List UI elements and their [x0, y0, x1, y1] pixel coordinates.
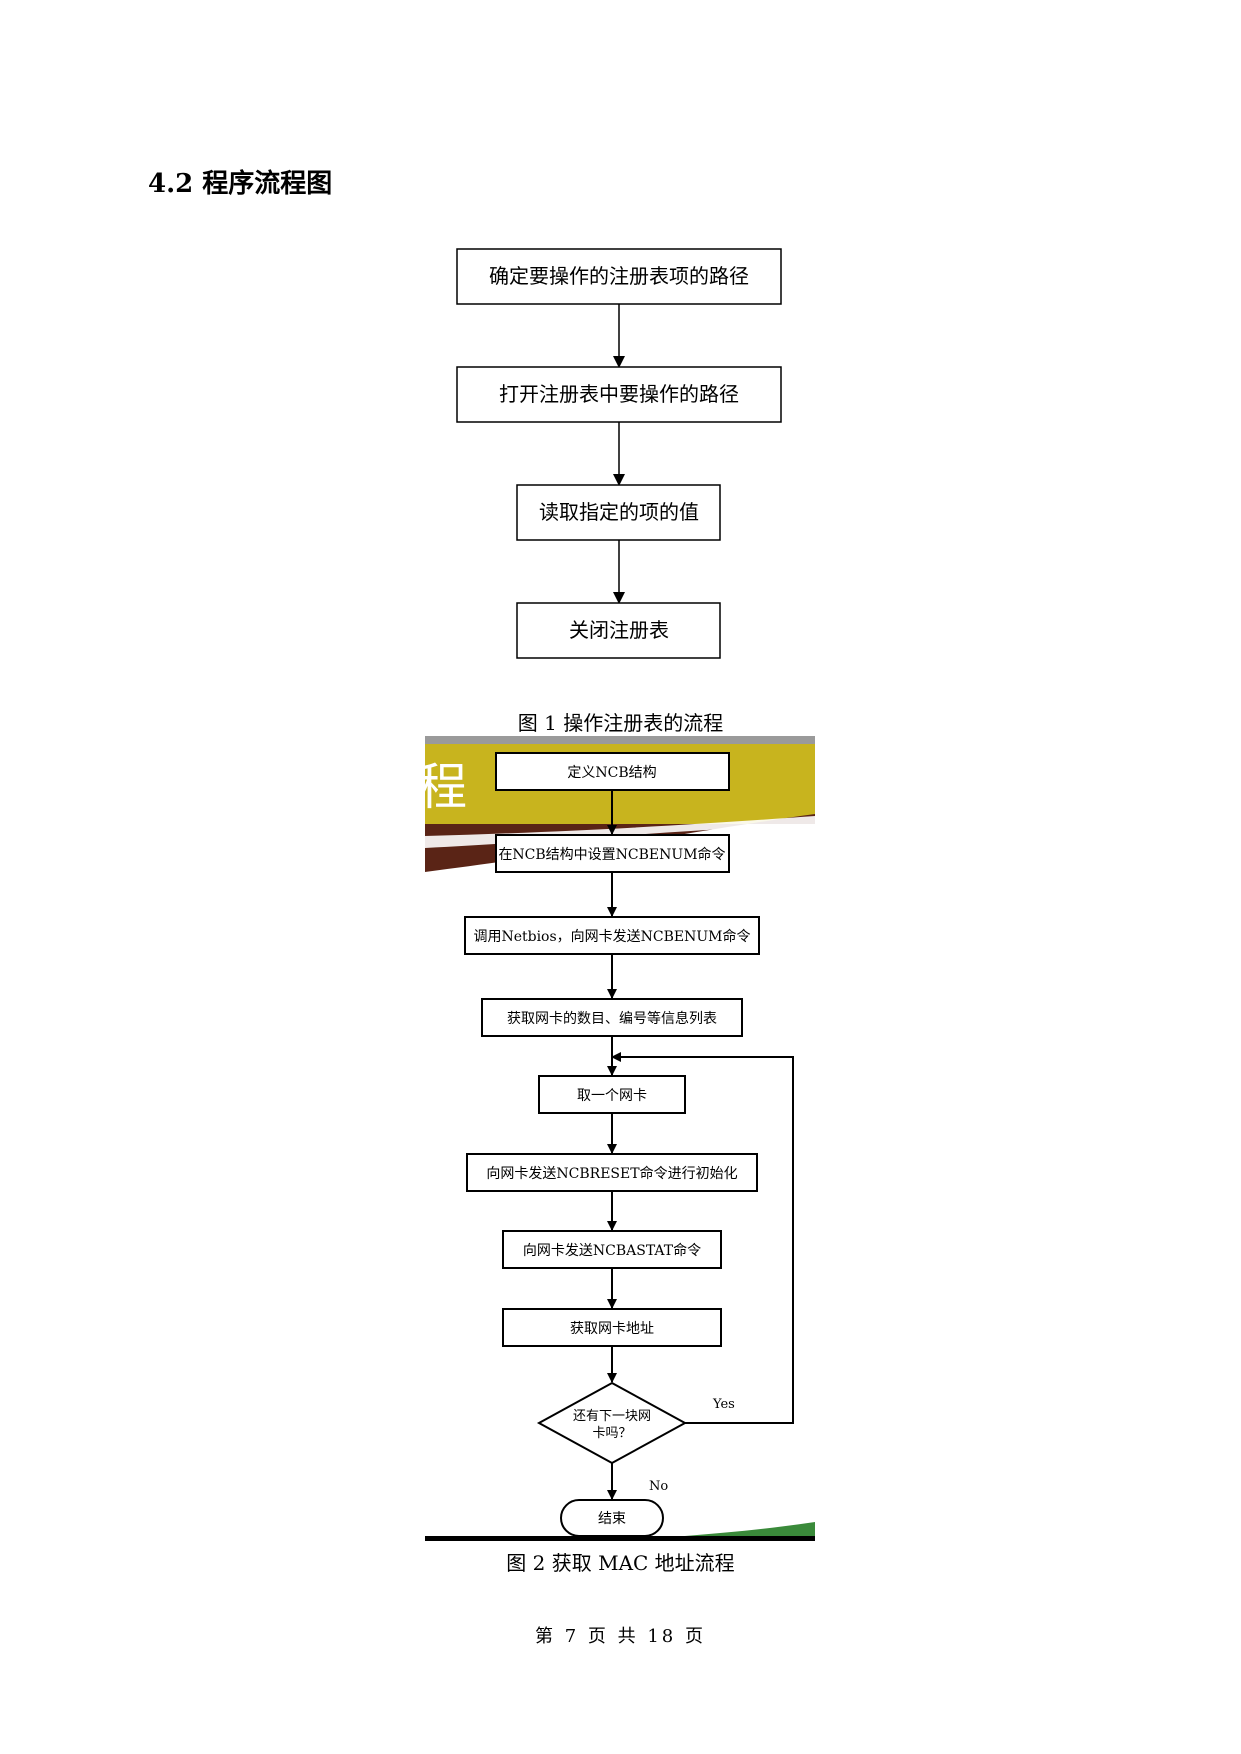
- fig2-step-5: 取一个网卡: [538, 1075, 686, 1114]
- fig2-step-7: 向网卡发送NCBASTAT命令: [502, 1230, 722, 1269]
- figure-2-flowchart: 程 定义NCB结构 在NCB结构中设置NCBENUM命令 调用Netbios，向…: [425, 736, 815, 1541]
- decision-line-1: 还有下一块网: [573, 1409, 651, 1424]
- svg-text:获取网卡地址: 获取网卡地址: [570, 1321, 654, 1337]
- figure-1-caption: 图 1 操作注册表的流程: [517, 711, 724, 735]
- yes-label: Yes: [712, 1397, 735, 1412]
- fig2-step-4: 获取网卡的数目、编号等信息列表: [481, 998, 743, 1037]
- figure-1-flowchart: 确定要操作的注册表项的路径 打开注册表中要操作的路径 读取指定的项的值 关闭注册…: [456, 248, 782, 659]
- fig2-step-1: 定义NCB结构: [495, 752, 730, 791]
- svg-text:向网卡发送NCBRESET命令进行初始化: 向网卡发送NCBRESET命令进行初始化: [486, 1165, 737, 1182]
- fig2-step-6: 向网卡发送NCBRESET命令进行初始化: [466, 1153, 758, 1192]
- svg-text:向网卡发送NCBASTAT命令: 向网卡发送NCBASTAT命令: [523, 1242, 701, 1259]
- fig1-step-3: 读取指定的项的值: [516, 484, 721, 541]
- svg-text:调用Netbios，向网卡发送NCBENUM命令: 调用Netbios，向网卡发送NCBENUM命令: [473, 928, 750, 945]
- svg-text:结束: 结束: [598, 1511, 626, 1527]
- section-heading: 4.2 程序流程图: [148, 169, 333, 199]
- svg-text:确定要操作的注册表项的路径: 确定要操作的注册表项的路径: [489, 264, 749, 288]
- svg-text:定义NCB结构: 定义NCB结构: [567, 765, 656, 781]
- fig2-yes-loop: [612, 1056, 794, 1424]
- fig2-step-2: 在NCB结构中设置NCBENUM命令: [495, 834, 730, 873]
- page-footer: 第 7 页 共 18 页: [535, 1626, 706, 1647]
- background-title: 程: [425, 758, 467, 816]
- no-label: No: [649, 1479, 668, 1494]
- fig2-decision: 还有下一块网 卡吗？: [536, 1381, 688, 1465]
- svg-text:取一个网卡: 取一个网卡: [577, 1088, 647, 1104]
- svg-text:关闭注册表: 关闭注册表: [569, 618, 669, 642]
- figure-2-caption: 图 2 获取 MAC 地址流程: [506, 1551, 735, 1575]
- svg-text:读取指定的项的值: 读取指定的项的值: [539, 500, 699, 524]
- bottom-green-accent: [685, 1522, 815, 1536]
- svg-text:打开注册表中要操作的路径: 打开注册表中要操作的路径: [499, 382, 739, 406]
- fig1-step-1: 确定要操作的注册表项的路径: [456, 248, 782, 305]
- svg-text:在NCB结构中设置NCBENUM命令: 在NCB结构中设置NCBENUM命令: [498, 846, 725, 863]
- fig2-end: 结束: [560, 1499, 664, 1537]
- decision-line-2: 卡吗？: [592, 1426, 631, 1441]
- bottom-rule: [425, 1536, 815, 1541]
- fig2-step-8: 获取网卡地址: [502, 1308, 722, 1347]
- svg-text:获取网卡的数目、编号等信息列表: 获取网卡的数目、编号等信息列表: [507, 1010, 717, 1027]
- fig1-step-2: 打开注册表中要操作的路径: [456, 366, 782, 423]
- fig2-step-3: 调用Netbios，向网卡发送NCBENUM命令: [464, 916, 760, 955]
- fig1-step-4: 关闭注册表: [516, 602, 721, 659]
